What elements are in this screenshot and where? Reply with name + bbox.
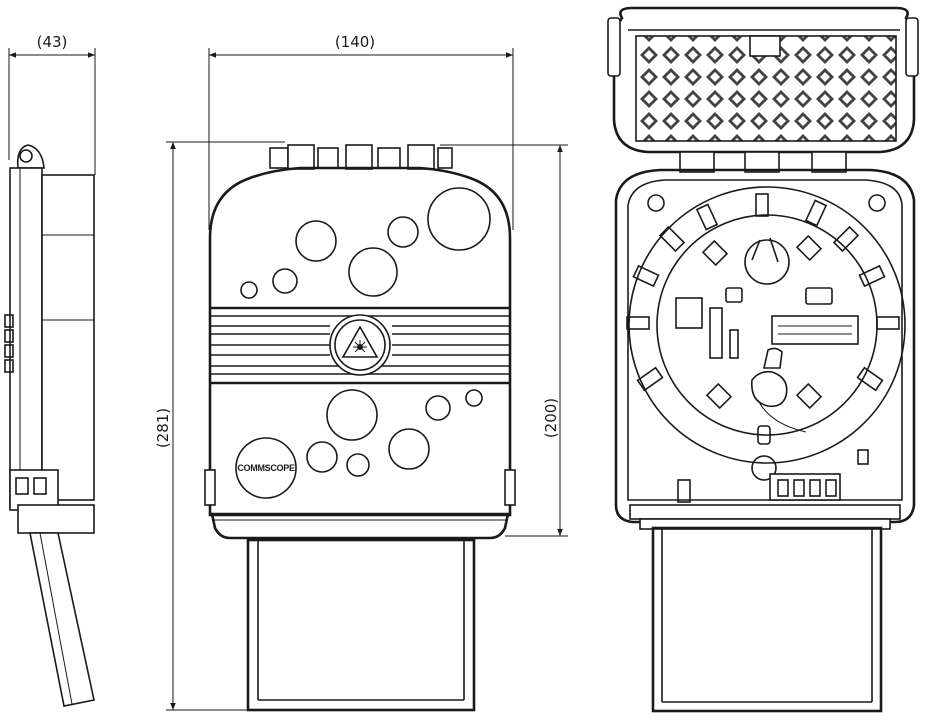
- brand-logo: COMMSCOPE: [235, 437, 297, 499]
- front-view: (140) (281) (200): [154, 33, 568, 712]
- side-depth-dimension: (43): [37, 33, 68, 51]
- brand-logo-text: COMMSCOPE: [237, 463, 295, 473]
- open-view: [607, 6, 919, 713]
- side-view: (43): [4, 33, 96, 707]
- laser-warning-icon: [329, 314, 391, 376]
- body-height-dimension: (200): [542, 398, 560, 438]
- overall-height-dimension: (281): [154, 408, 172, 448]
- front-width-dimension: (140): [335, 33, 375, 51]
